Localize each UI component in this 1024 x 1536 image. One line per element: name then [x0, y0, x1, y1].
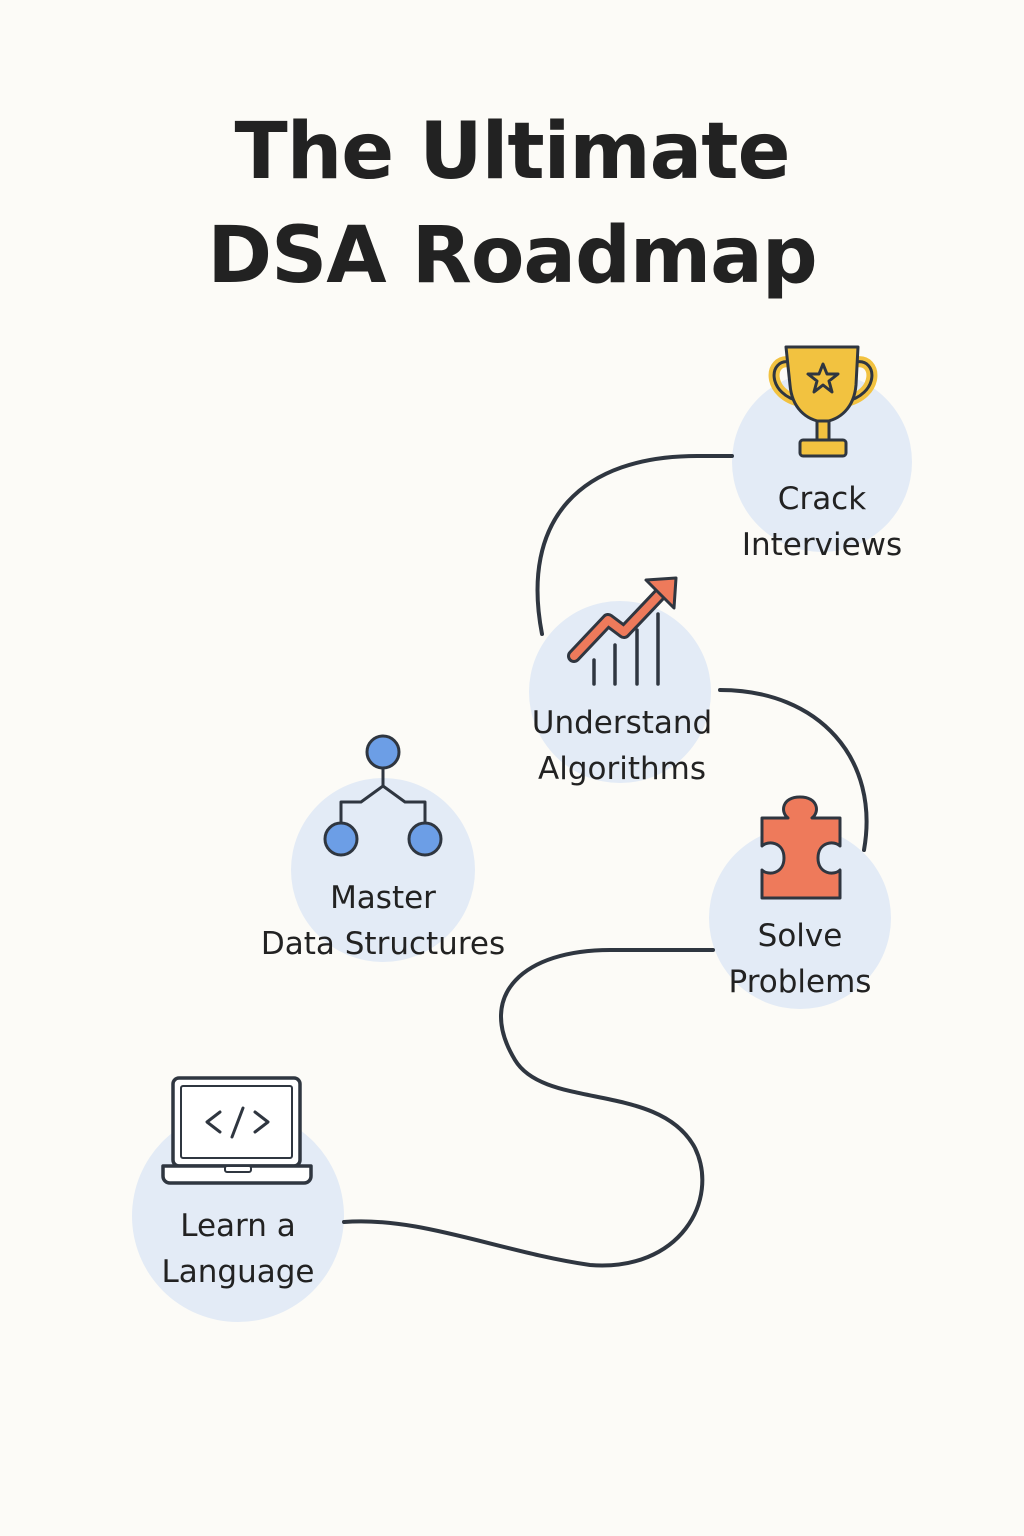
title-line-2: DSA Roadmap	[207, 211, 817, 301]
step-label-line-1: Learn a	[180, 1208, 296, 1244]
path-language-to-problems	[342, 948, 715, 1268]
circle-solve-problems	[709, 827, 891, 1009]
step-label-line-1: Solve	[757, 918, 843, 954]
tree-icon	[323, 734, 443, 857]
step-label-line-2: Data Structures	[260, 926, 506, 962]
step-label-line-1: Crack	[777, 481, 867, 517]
step-label-line-2: Algorithms	[538, 751, 706, 787]
step-crack-interviews: Crack Interviews	[722, 476, 922, 568]
step-solve-problems: Solve Problems	[700, 913, 900, 1005]
path-problems-to-algorithms	[718, 688, 869, 852]
step-understand-algorithms: Understand Algorithms	[512, 700, 732, 792]
page-title: The Ultimate DSA Roadmap	[0, 100, 1024, 308]
path-algorithms-to-interviews	[535, 453, 734, 636]
title-line-1: The Ultimate	[234, 107, 791, 197]
puzzle-piece-icon	[760, 795, 842, 900]
step-label-line-2: Interviews	[741, 527, 903, 563]
step-label-line-2: Problems	[728, 964, 872, 1000]
step-label-line-1: Master	[330, 880, 436, 916]
step-master-data-structures: Master Data Structures	[243, 875, 523, 967]
laptop-code-icon	[161, 1076, 313, 1185]
step-label-line-1: Understand	[531, 705, 713, 741]
trending-chart-icon	[567, 576, 678, 686]
trophy-icon	[768, 345, 878, 458]
roadmap-path	[342, 453, 869, 1268]
circle-crack-interviews	[732, 372, 912, 552]
step-learn-language: Learn a Language	[138, 1203, 338, 1295]
step-label-line-2: Language	[161, 1254, 315, 1290]
